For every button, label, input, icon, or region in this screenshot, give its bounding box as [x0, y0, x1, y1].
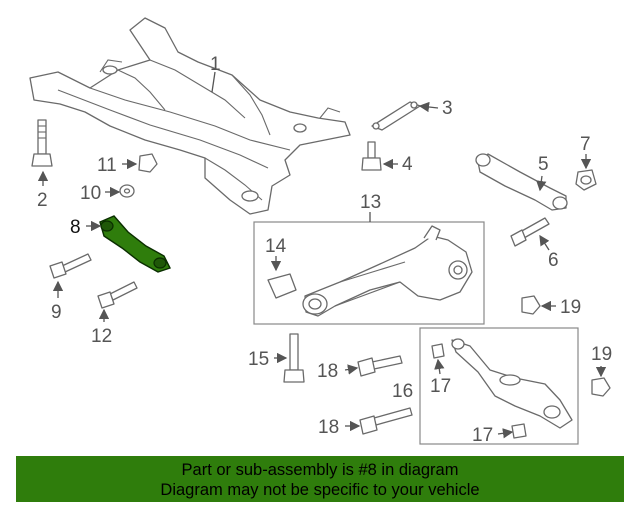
- part-bolt-15: [283, 333, 305, 383]
- callout-13: 13: [360, 192, 381, 213]
- part-arm-5: [475, 153, 568, 211]
- callout-3: 3: [442, 98, 453, 119]
- part-box-16: [419, 327, 579, 445]
- callout-6: 6: [548, 250, 559, 271]
- leader-lines: [37, 71, 607, 439]
- part-bolt-18-lower: [359, 407, 413, 435]
- callout-4: 4: [402, 154, 413, 175]
- callout-12: 12: [91, 326, 112, 347]
- rear-subframe: [29, 17, 351, 215]
- callout-5: 5: [538, 154, 549, 175]
- callout-7: 7: [580, 134, 591, 155]
- part-nut-19-upper: [521, 295, 541, 315]
- part-washer-10: [119, 184, 135, 198]
- callout-15: 15: [248, 349, 269, 370]
- callout-14: 14: [265, 236, 287, 257]
- part-bolt-6: [510, 217, 550, 247]
- callout-16: 16: [392, 381, 413, 402]
- exploded-parts-diagram: 1 2 3 4 5 6 7 8 9 10 11 12 13 14 15 16 1…: [29, 17, 612, 446]
- vehicle-fit-banner: Part or sub-assembly is #8 in diagram Di…: [16, 456, 624, 502]
- callout-19-lower: 19: [591, 344, 612, 365]
- callout-17-upper: 17: [430, 376, 451, 397]
- callout-18-upper: 18: [317, 361, 338, 382]
- part-bracket-3: [371, 101, 421, 131]
- part-nut-11: [138, 153, 158, 173]
- callout-9: 9: [51, 302, 62, 323]
- part-bolt-9: [49, 253, 92, 279]
- banner-line-disclaimer: Diagram may not be specific to your vehi…: [160, 481, 480, 499]
- callout-11: 11: [97, 155, 117, 176]
- banner-line-part-number: Part or sub-assembly is #8 in diagram: [181, 461, 459, 479]
- part-bushing-7: [575, 169, 597, 191]
- callout-8: 8: [70, 217, 81, 238]
- callout-18-lower: 18: [318, 417, 339, 438]
- callout-2: 2: [37, 190, 48, 211]
- callout-17-lower: 17: [472, 425, 493, 446]
- callout-1: 1: [210, 54, 221, 75]
- part-bolt-4: [361, 141, 382, 171]
- part-lateral-link-8-highlighted: [99, 215, 171, 273]
- part-nut-19-lower: [591, 377, 611, 397]
- callout-19-upper: 19: [560, 297, 581, 318]
- part-box-13: [253, 221, 485, 325]
- part-bolt-2: [31, 119, 53, 167]
- callout-10: 10: [80, 183, 101, 204]
- part-bolt-12: [97, 281, 138, 309]
- part-bolt-18-upper: [357, 355, 403, 377]
